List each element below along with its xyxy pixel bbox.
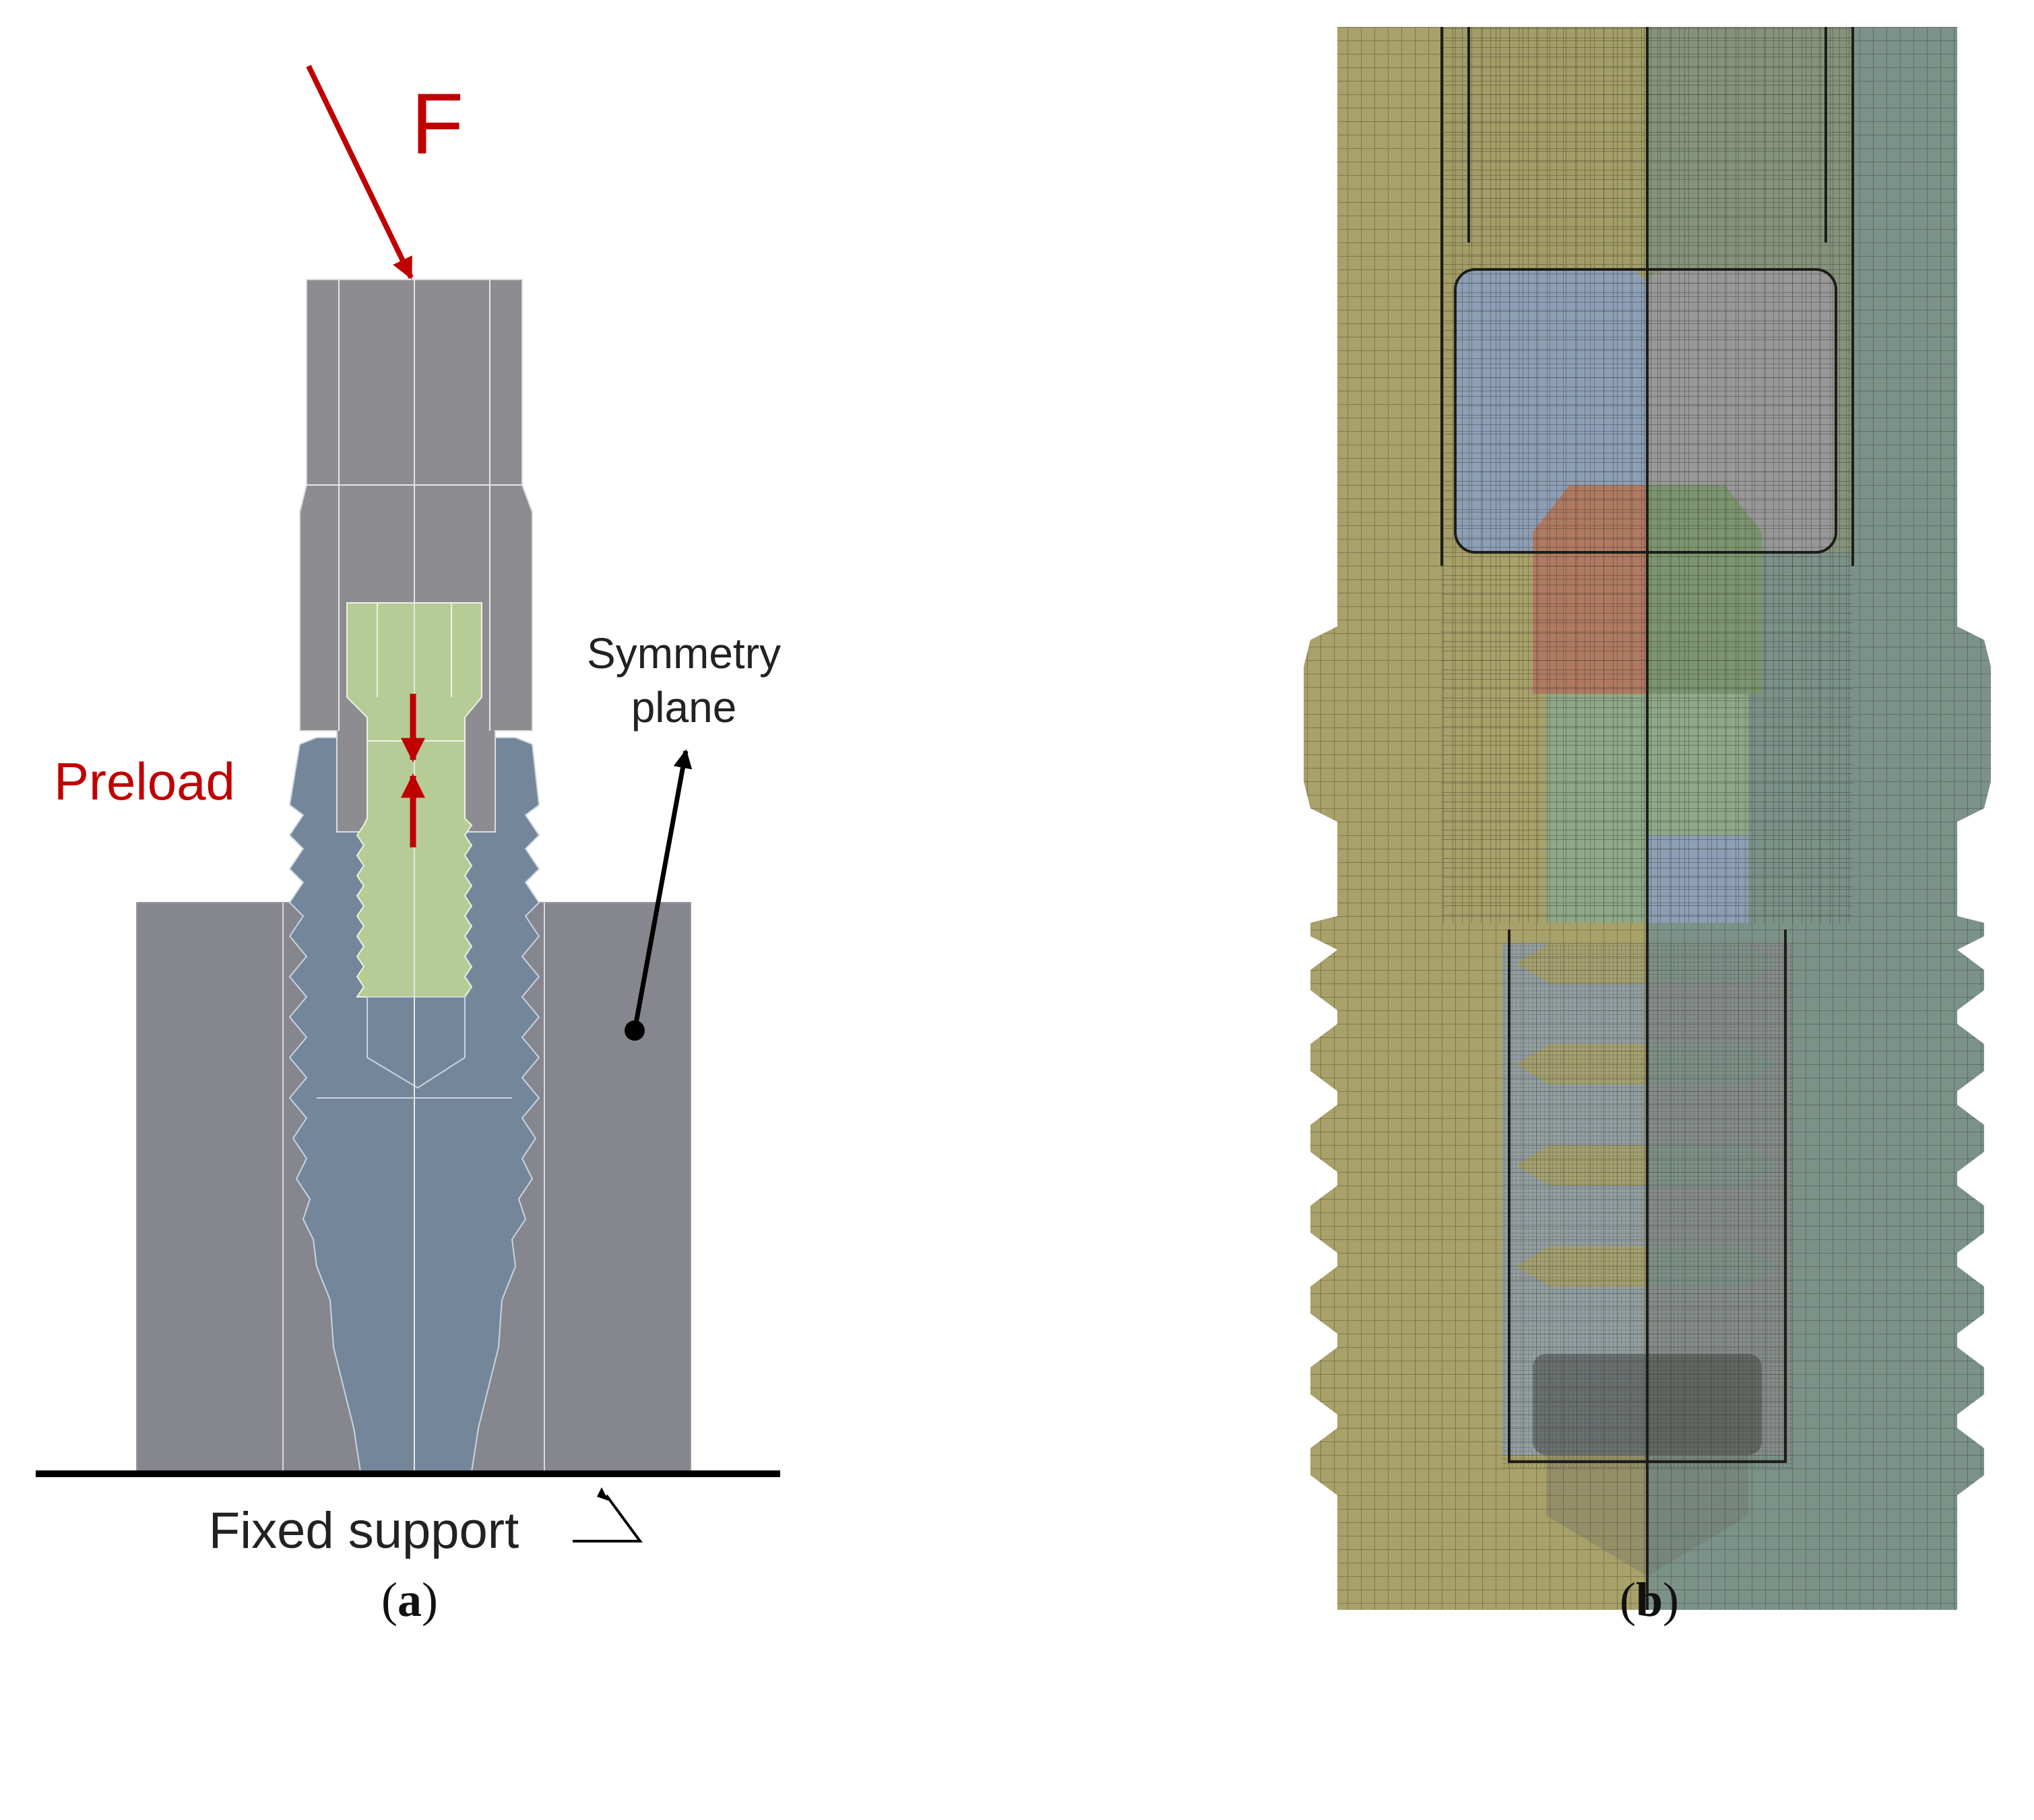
preload-label: Preload bbox=[54, 752, 235, 811]
symmetry-label-line1: Symmetry bbox=[587, 629, 781, 678]
caption-a-open: ( bbox=[381, 1573, 398, 1627]
fixed-support-label: Fixed support bbox=[209, 1502, 519, 1559]
caption-b-letter: b bbox=[1635, 1573, 1663, 1627]
fixed-support-pointer bbox=[573, 1494, 643, 1542]
force-arrow bbox=[306, 65, 414, 280]
symmetry-pointer-dot bbox=[625, 1020, 645, 1041]
symmetry-label-line2: plane bbox=[631, 683, 737, 732]
caption-a-close: ) bbox=[422, 1573, 438, 1627]
caption-b: (b) bbox=[1548, 1563, 1750, 1637]
caption-a: (a) bbox=[309, 1563, 511, 1637]
force-label: F bbox=[411, 76, 464, 172]
panel-a-diagram: F Preload Symmetry plane Fixed support bbox=[36, 65, 781, 1559]
symmetry-pointer bbox=[632, 749, 693, 1031]
mesh-outlines bbox=[1440, 27, 1854, 1610]
caption-b-open: ( bbox=[1619, 1573, 1636, 1627]
caption-a-letter: a bbox=[398, 1573, 422, 1627]
implant-hole bbox=[367, 996, 466, 1089]
panel-b-mesh bbox=[1304, 27, 1991, 1610]
fixed-support-pointer-head bbox=[597, 1487, 608, 1501]
caption-b-close: ) bbox=[1663, 1573, 1679, 1627]
